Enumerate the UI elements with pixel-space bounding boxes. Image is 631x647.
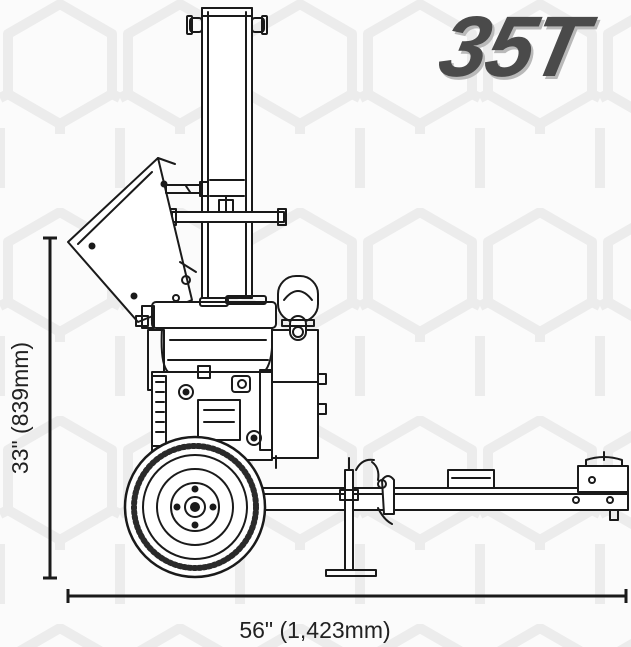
width-dimension-line <box>66 589 628 603</box>
height-dimension-label: 33" (839mm) <box>7 341 33 475</box>
model-logo: 35T <box>432 2 594 92</box>
wedge-guard <box>67 157 209 327</box>
log-splitter-line-drawing-icon <box>67 7 629 579</box>
trailer-wheel <box>123 435 267 579</box>
height-dimension-line <box>43 236 57 580</box>
hydraulic-tank <box>271 329 327 469</box>
width-dimension-label: 56" (1,423mm) <box>239 617 391 643</box>
pump-cylinder <box>277 275 319 341</box>
jack-stand <box>325 457 377 577</box>
